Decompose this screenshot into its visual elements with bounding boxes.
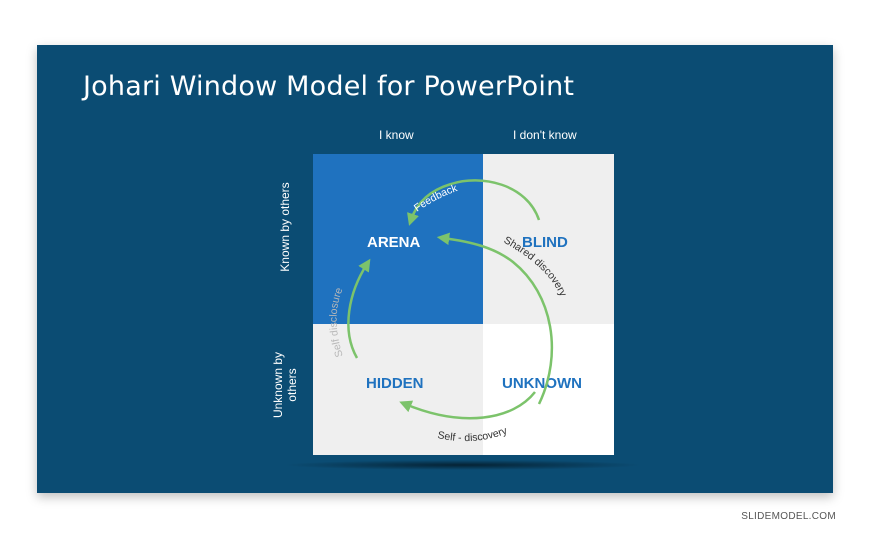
- self-discovery-arrow: [399, 391, 536, 420]
- self-discovery-label: Self - discovery: [437, 424, 510, 444]
- quadrant-label-arena: ARENA: [367, 234, 421, 251]
- quadrant-hidden: HIDDEN: [313, 324, 483, 455]
- column-label-i-know: I know: [379, 128, 414, 142]
- footer-watermark: SLIDEMODEL.COM: [741, 511, 836, 522]
- self-disclosure-arrow: [347, 258, 371, 359]
- shared-discovery-arrow: [436, 232, 554, 405]
- quadrant-label-unknown: UNKNOWN: [502, 375, 582, 392]
- quadrant-blind: BLIND: [483, 154, 614, 324]
- row-label-known-by-others: Known by others: [278, 182, 292, 272]
- process-arrows: Feedback Shared discovery Self disclosur…: [328, 179, 569, 444]
- row-label-unknown-by-others: Unknown by others: [271, 351, 299, 419]
- slide: Johari Window Model for PowerPoint I kno…: [37, 45, 833, 493]
- slide-title: Johari Window Model for PowerPoint: [83, 71, 575, 102]
- quadrant-label-blind: BLIND: [522, 234, 568, 251]
- feedback-label: Feedback: [412, 182, 460, 214]
- johari-grid: ARENA BLIND HIDDEN UNKNOWN: [313, 154, 614, 455]
- column-label-i-dont-know: I don't know: [513, 128, 577, 142]
- quadrant-unknown: UNKNOWN: [483, 324, 614, 455]
- feedback-arrow: [407, 179, 541, 226]
- self-disclosure-label: Self disclosure: [328, 286, 346, 359]
- grid-shadow: [283, 460, 643, 470]
- quadrant-label-hidden: HIDDEN: [366, 375, 424, 392]
